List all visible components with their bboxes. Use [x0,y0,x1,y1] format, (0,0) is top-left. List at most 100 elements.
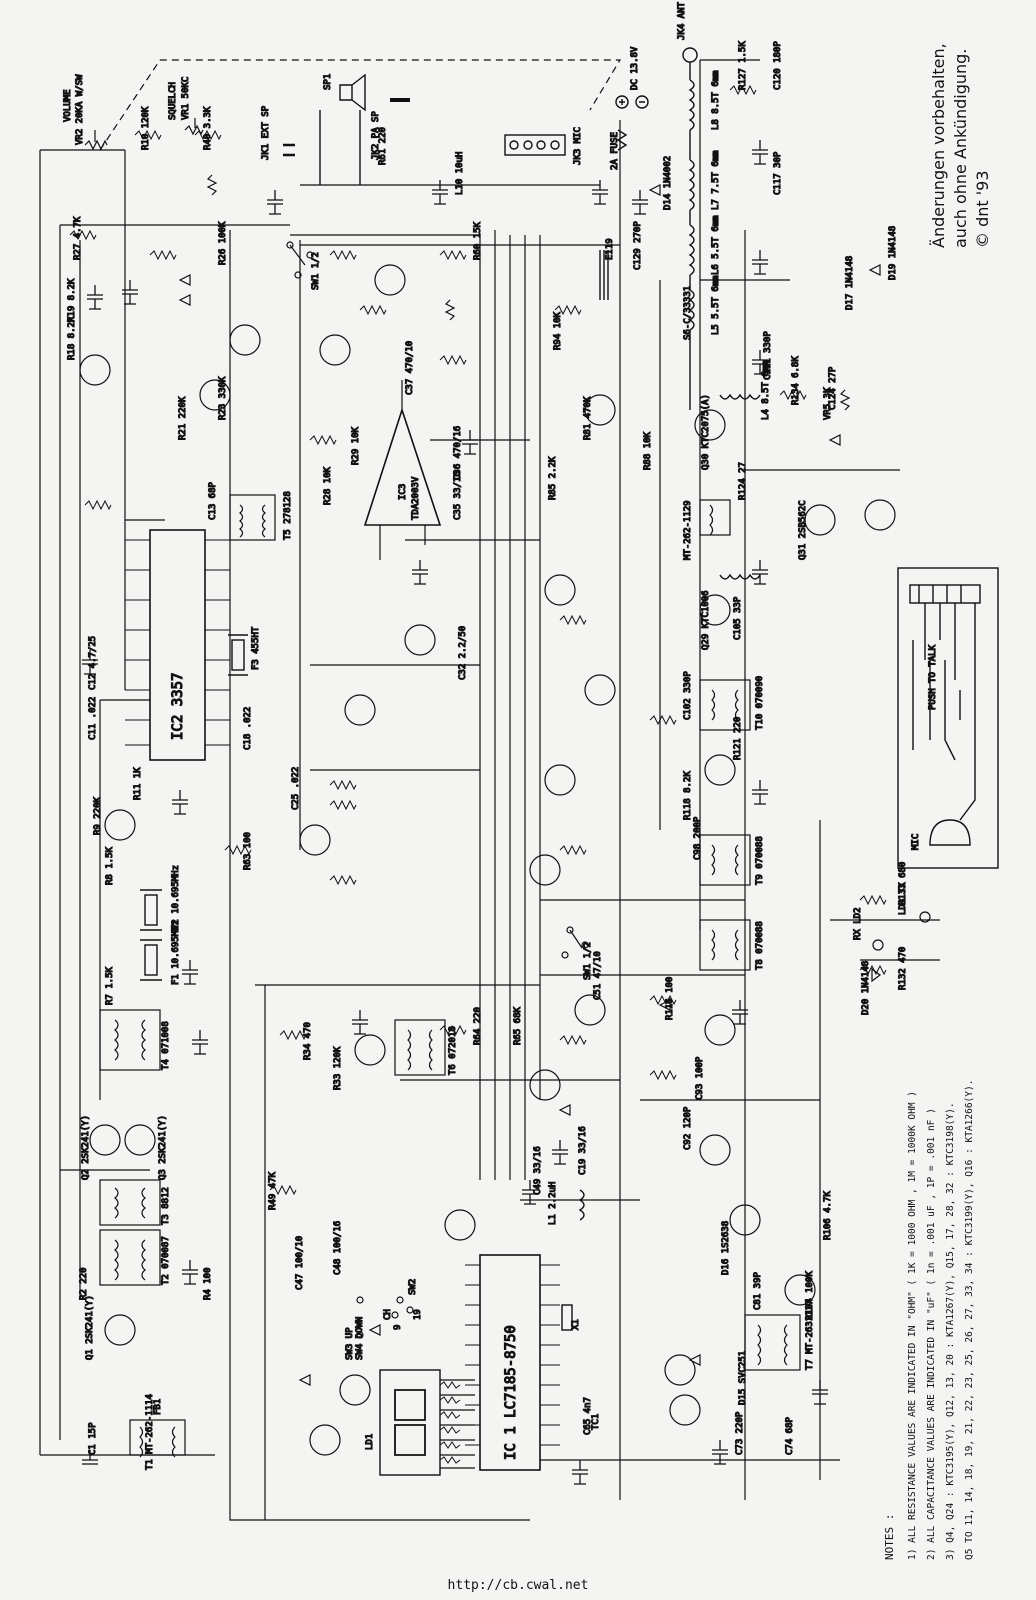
l6-label: L6 5.5T 6mm [711,215,721,275]
r21-label: R21 220K [178,396,188,440]
squelch-label: SQUELCH [168,82,178,120]
source-url: http://cb.cwal.net [447,1578,589,1593]
l7-label: L7 7.5T 6mm [711,150,721,210]
t9-label: T9 070088 [755,836,765,885]
r34-label: R34 470 [303,1022,313,1060]
wiring [39,59,940,1521]
t1-label: T1 MT-262-1114 [145,1394,155,1470]
r27-label: R27 4.7K [73,216,83,260]
r62-label: R61 220 [378,127,388,165]
r7-label: R7 1.5K [105,966,115,1005]
ic1-block [465,1254,560,1471]
ptt-label: PUSH TO TALK [928,644,938,710]
switches [286,241,589,1339]
l1-label: L1 2.2uH [548,1182,558,1225]
c81-label: C81 39P [753,1271,763,1310]
transformers [99,494,801,1458]
r133-label: R133 680 [898,862,908,905]
r81-label: R81 470K [583,396,593,440]
r118-label: R118 8.2K [683,771,693,820]
ic3-part-label: TDA2003V [411,476,421,520]
volume-label: VOLUME [63,89,73,122]
r11-label: R11 1K [133,767,143,800]
r8-label: R8 1.5K [105,846,115,885]
r104-label: R104 100K [805,1271,815,1320]
tc1-label: TC1 [591,1414,601,1430]
antenna-label: JK4 ANT [677,1,687,40]
c13-label: C13 68P [208,481,218,520]
pa-sp-label: JK2 PA SP [371,111,381,160]
r9-label: R9 220K [93,796,103,835]
copyright-block: Änderungen vorbehalten, auch ohne Ankünd… [928,43,994,248]
display-label: LD1 [365,1434,375,1450]
c47-label: C47 100/10 [295,1236,305,1290]
note-line-1: 1) ALL RESISTANCE VALUES ARE INDICATED I… [907,1091,918,1560]
r66-label: R65 68K [513,1006,523,1045]
l5-label: L5 5.5T 6mm [711,275,721,335]
c51-label: C51 47/10 [593,951,603,1000]
f2-label: F2 10.695MHz [171,865,181,930]
led-rx-label: RX LD2 [853,907,863,940]
f3-label: F3 455HT [251,626,261,670]
q30-label: Q30 KTC2075(A) [701,394,711,470]
squelch-pot-label: VR1 50KC [181,77,191,120]
sw3-label: SW3 UP [345,1327,355,1360]
capacitors [82,140,828,1485]
r88-label: R88 10K [643,431,653,470]
schematic-labels: VOLUME VR2 20KA W/SW SQUELCH VR1 50KC JK… [62,1,938,1471]
mt-262-label: MT-262-1129 [683,500,693,560]
c92-label: C92 120P [683,1106,693,1150]
r64-label: R63 100 [243,832,253,870]
r94-label: R94 10K [553,311,563,350]
c12-label: C12 4.7/25 [88,636,98,690]
dc-input-label: DC 13.8V [630,46,640,90]
mic-jack-label: JK3 MIC [573,127,583,165]
c74-label: C74 68P [785,1416,795,1455]
fuse-label: 2A FUSE [610,132,620,170]
c73-label: C73 220P [735,1411,745,1455]
e119-label: E119 [605,238,615,260]
r121-label: R121 220 [733,717,743,760]
r4-label: R4 100 [203,1267,213,1300]
c1-label: C1 15P [88,1422,98,1455]
f1-label: F1 10.695MHz [171,920,181,985]
potentiometers [84,118,851,411]
ch-switch-label: CH [383,1309,393,1320]
c18-label: C18 .022 [243,707,253,750]
c93-label: C93 100P [695,1056,705,1100]
c124-label: C124 27P [828,366,838,410]
ic1-label: IC 1 LC7185-8750 [503,1325,519,1460]
led-tx-label: LD3 TX [898,882,908,915]
r2-label: R2 220 [79,1267,89,1300]
vr5-label: VR5 3K [823,387,833,420]
c98-label: C98 200P [693,816,703,860]
io-hardware [283,73,649,300]
ch9-label: 9 [393,1325,403,1330]
t4-label: T4 071008 [161,1021,171,1070]
c11-label: C11 .022 [88,697,98,740]
q29-label: Q29 KTC1006 [701,590,711,650]
transistors [79,264,896,1456]
r134-label: R134 6.8K [791,356,801,405]
resistors [69,84,887,1464]
d20-label: D20 1N4148 [861,961,871,1015]
r23-label: R23 330K [218,376,228,420]
ext-sp-label: JK1 EXT SP [261,105,271,160]
r106-label: R106 4.7K [823,1191,833,1240]
c32-label: C32 2.2/50 [458,626,468,680]
r19-label: R19 8.2K [67,278,77,322]
r10-label: R10 120K [141,106,151,150]
r29-label: R29 10K [351,426,361,465]
d14-label: D14 1N4002 [663,156,673,210]
c36-label: C36 470/16 [453,426,463,480]
speaker-label: SP1 [323,74,333,90]
t10-label: T10 070090 [755,676,765,730]
c102-label: C102 330P [683,671,693,720]
mic-box [897,567,999,869]
ic3-label: IC3 [398,484,408,500]
sw4-label: SW4 DOWN [355,1317,365,1360]
c48-label: C48 100/16 [333,1221,343,1275]
t7-label: T7 MT-2631117 [805,1300,815,1370]
display-ld1 [379,1369,475,1476]
